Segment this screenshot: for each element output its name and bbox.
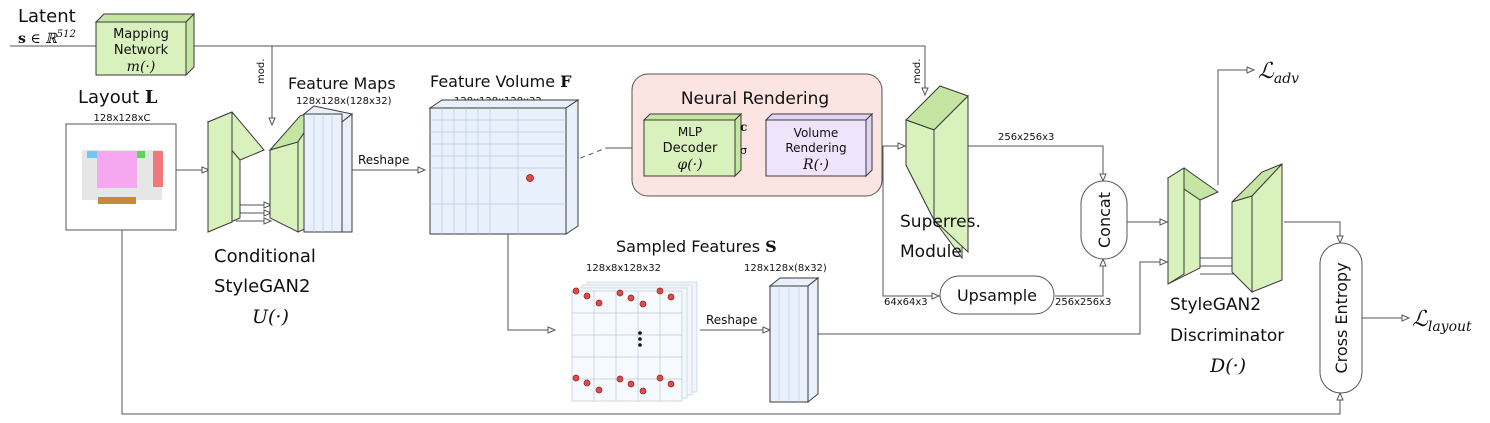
reshape-label-1: Reshape — [358, 153, 409, 167]
upsample-label: Upsample — [957, 286, 1037, 305]
cross-entropy-block: Cross Entropy — [1319, 242, 1363, 394]
volume-rendering-function: R(·) — [802, 157, 829, 173]
sampled-feature-map-block — [768, 276, 820, 404]
sampled-features-title: Sampled Features S — [616, 237, 777, 256]
superres-label-2: Module — [900, 242, 962, 262]
volume-rendering-label-1: Volume — [794, 126, 839, 140]
adversarial-loss: ℒadv — [1258, 59, 1299, 87]
neural-rendering-title: Neural Rendering — [681, 89, 829, 109]
concat-block: Concat — [1080, 180, 1128, 260]
volume-rendering-label-2: Rendering — [785, 141, 846, 155]
feature-volume-title: Feature Volume F — [430, 72, 572, 91]
mapping-label-2: Network — [114, 43, 169, 58]
mlp-function: φ(·) — [677, 157, 702, 173]
generator-label-2: StyleGAN2 — [214, 276, 310, 297]
layout-dims: 128x128xC — [94, 113, 151, 124]
reshape-label-2: Reshape — [706, 313, 757, 327]
mod-label-superres: mod. — [912, 59, 923, 84]
stylegan2-discriminator — [1167, 162, 1283, 294]
generator-label-1: Conditional — [214, 246, 316, 267]
mapping-network: Mapping Network m(·) — [94, 12, 196, 77]
mapping-function: m(·) — [127, 59, 156, 75]
mlp-label-1: MLP — [678, 125, 702, 139]
layout-title: Layout L — [78, 87, 158, 108]
upsample-input-dims: 64x64x3 — [884, 297, 928, 308]
sampled-map-dims: 128x128x(8x32) — [744, 263, 827, 274]
generator-function: U(·) — [252, 306, 289, 328]
feature-maps-block — [302, 105, 354, 233]
layout-loss: ℒlayout — [1412, 307, 1472, 335]
concat-label: Concat — [1095, 192, 1114, 248]
latent-formula: s ∈ ℝ512 — [18, 29, 76, 47]
discriminator-label-1: StyleGAN2 — [1170, 295, 1261, 315]
density-output-label: σ — [740, 144, 747, 157]
mlp-decoder: MLP Decoder φ(·) — [642, 112, 743, 178]
layout-image — [65, 123, 177, 231]
mapping-label-1: Mapping — [113, 27, 169, 42]
neural-rendering-block: Neural Rendering MLP Decoder φ(·) c σ Vo… — [631, 73, 883, 197]
sample-point — [526, 174, 534, 182]
discriminator-function: D(·) — [1209, 355, 1246, 377]
mlp-label-2: Decoder — [663, 141, 718, 156]
mod-label-generator: mod. — [256, 59, 267, 84]
upsample-block: Upsample — [939, 275, 1055, 315]
sampled-features-grid — [571, 281, 698, 402]
upsample-output-dims: 256x256x3 — [1055, 297, 1111, 308]
color-output-label: c — [740, 120, 747, 134]
latent-title: Latent — [18, 6, 76, 27]
volume-rendering: Volume Rendering R(·) — [764, 112, 874, 178]
sampled-grid-dims: 128x8x128x32 — [586, 263, 661, 274]
superres-label-1: Superres. — [900, 212, 981, 232]
superres-module — [905, 85, 969, 260]
superres-output-dims: 256x256x3 — [998, 132, 1054, 143]
discriminator-label-2: Discriminator — [1170, 326, 1284, 346]
feature-volume-cube — [428, 99, 580, 235]
connection-lines — [10, 42, 1411, 415]
feature-maps-title: Feature Maps — [288, 74, 396, 93]
feature-maps-dims: 128x128x(128x32) — [296, 96, 392, 107]
cross-entropy-label: Cross Entropy — [1332, 262, 1351, 373]
